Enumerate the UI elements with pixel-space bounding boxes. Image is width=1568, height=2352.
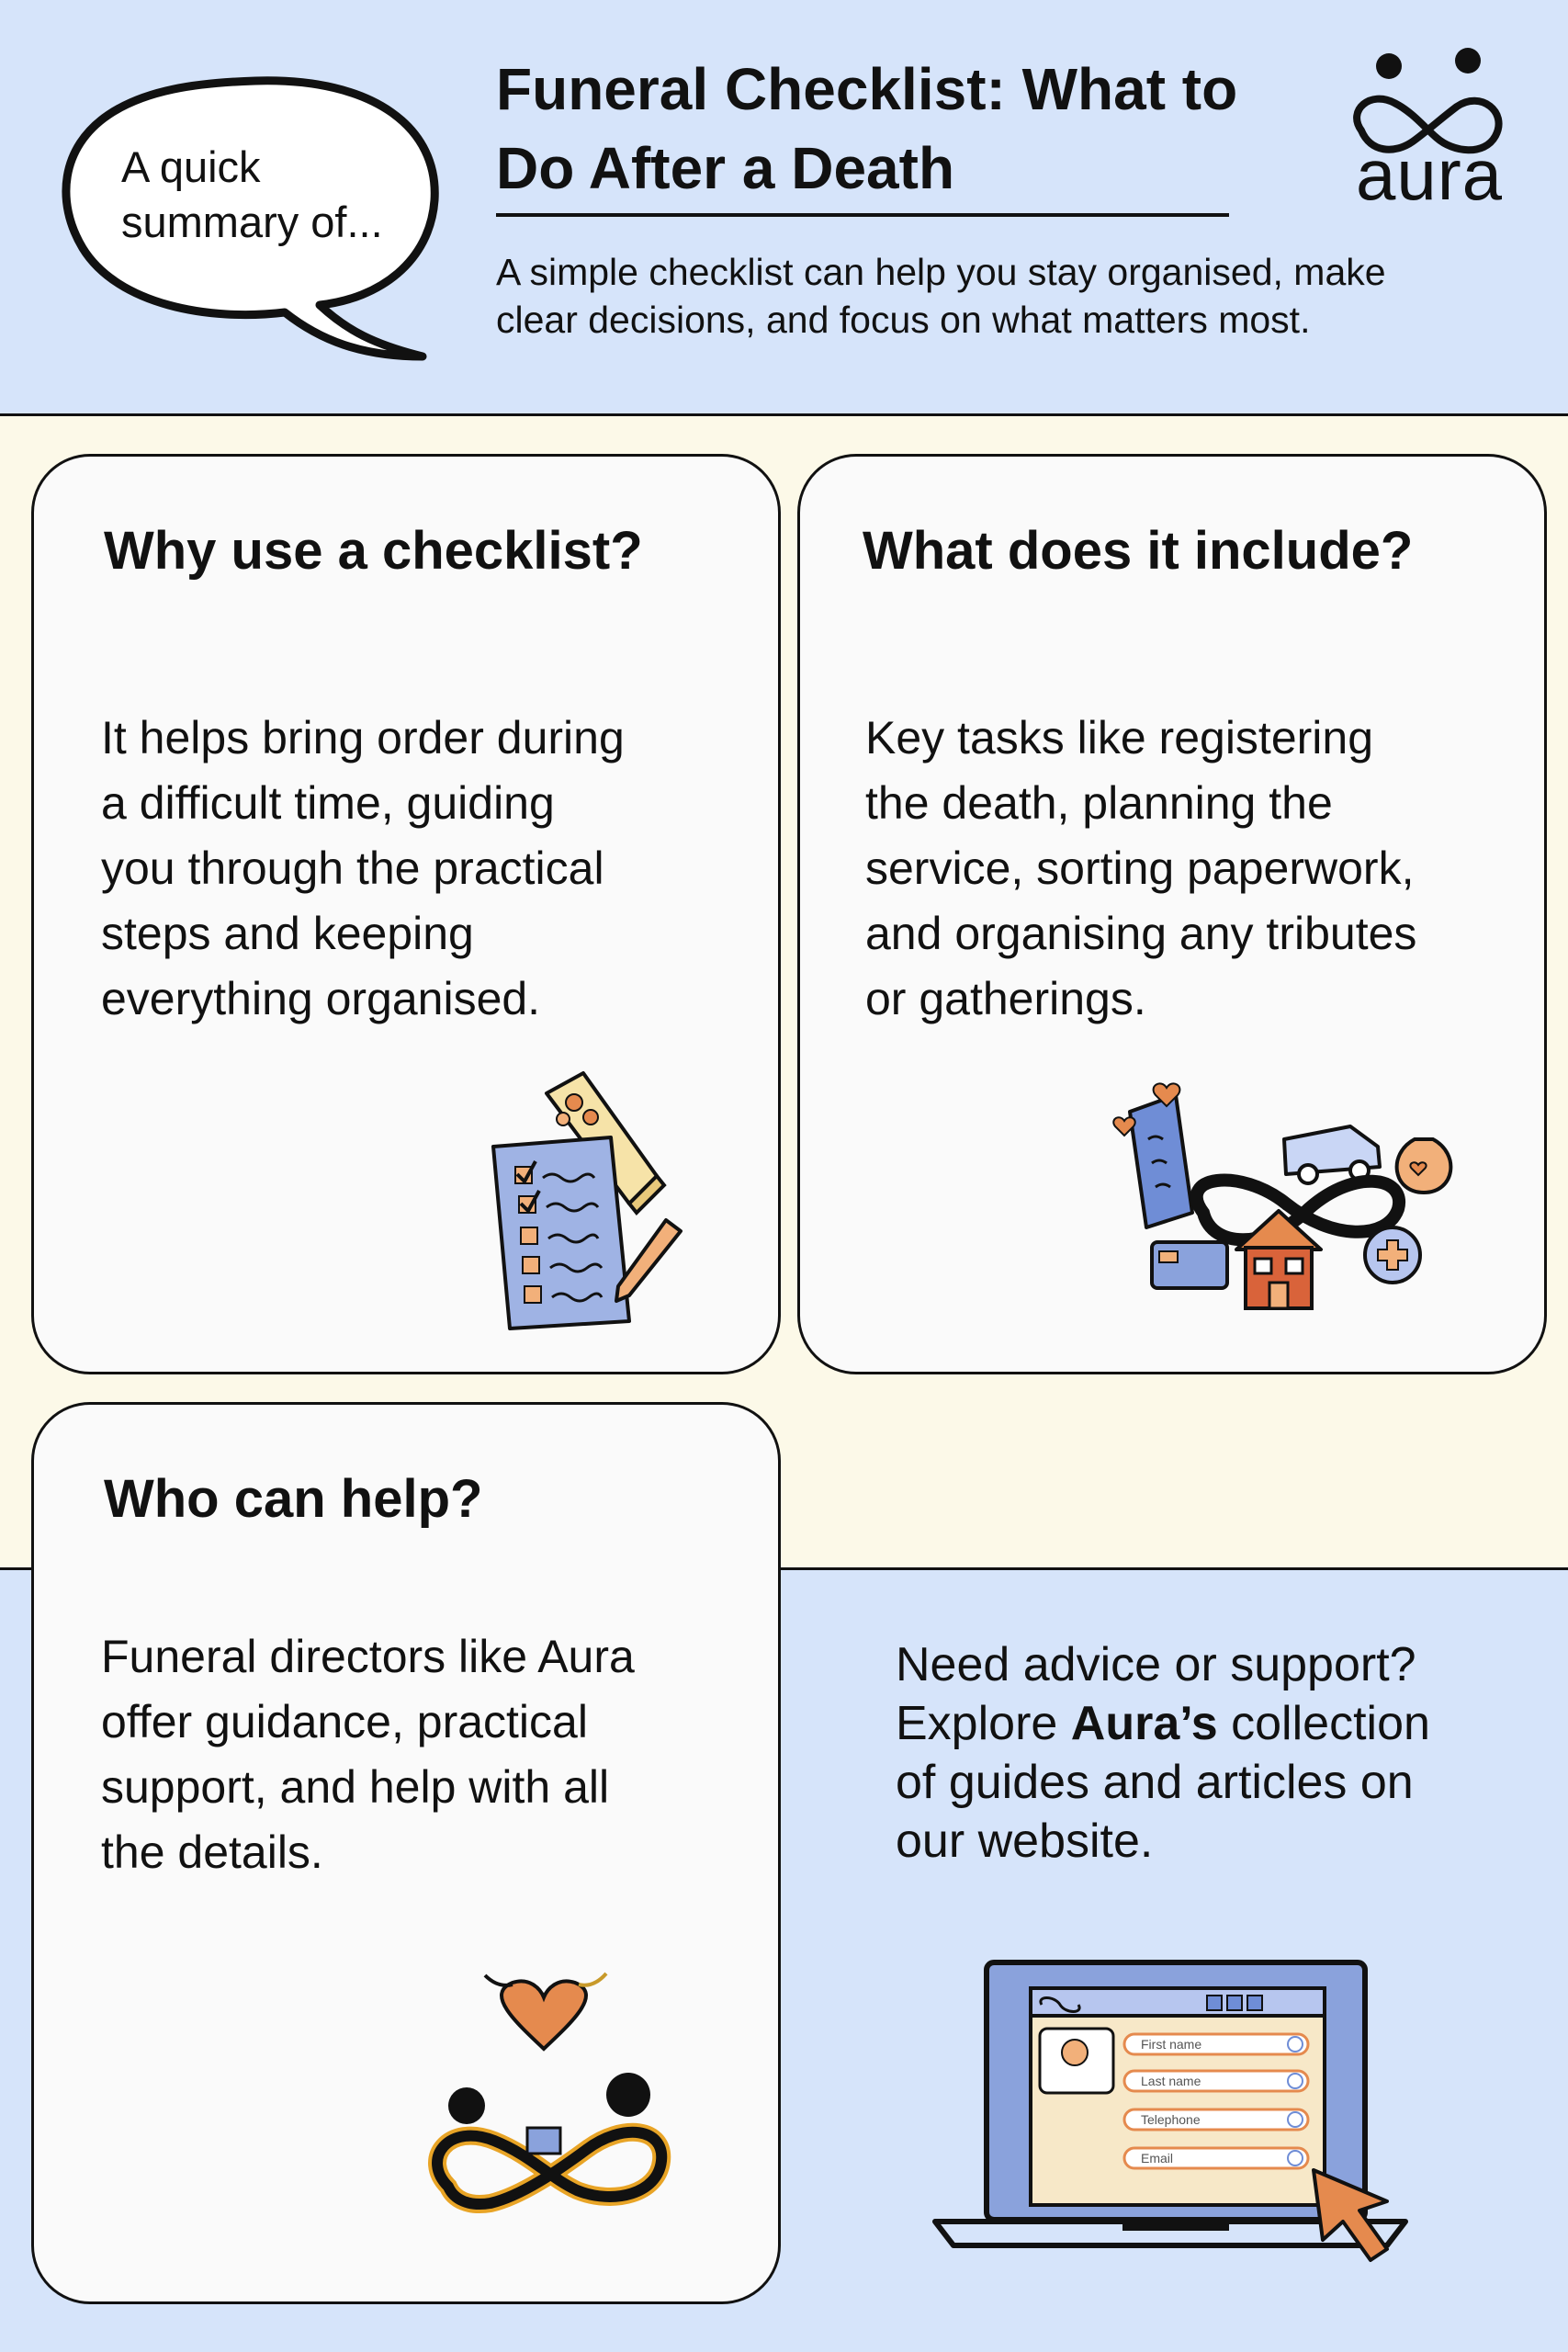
card-what-line-4: and organising any tributes: [865, 908, 1417, 959]
card-who-line-1: Funeral directors like Aura: [101, 1631, 635, 1682]
promo-line-2-pre: Explore: [896, 1697, 1071, 1750]
document-icon: [1128, 1093, 1194, 1229]
card-who-line-4: the details.: [101, 1826, 323, 1878]
cursor-icon: [1312, 2168, 1389, 2262]
page-title: Funeral Checklist: What to Do After a De…: [496, 50, 1304, 208]
window-controls-icon: [1039, 1995, 1263, 2013]
form-field-telephone: Telephone: [1141, 2112, 1201, 2127]
card-who-line-3: support, and help with all: [101, 1761, 610, 1813]
promo-line-2: Explore Aura’s collection: [896, 1694, 1520, 1753]
form-field-first-name: First name: [1141, 2037, 1201, 2052]
profile-photo-icon: [1038, 2027, 1115, 2095]
title-line-2: Do After a Death: [496, 135, 955, 201]
heart-icon: [483, 1972, 608, 2052]
card-what-line-5: or gatherings.: [865, 973, 1146, 1024]
pencil-icon: [615, 1218, 682, 1303]
support-illustration: [428, 1972, 671, 2213]
subtitle-line-1: A simple checklist can help you stay org…: [496, 251, 1386, 293]
form-field-email: Email: [1141, 2151, 1173, 2165]
infinity-icon: [428, 2122, 671, 2213]
card-why-line-3: you through the practical: [101, 842, 604, 894]
card-what-body: Key tasks like registering the death, pl…: [865, 706, 1527, 1032]
title-divider: [496, 213, 1229, 217]
card-who-heading: Who can help?: [104, 1469, 483, 1529]
promo-line-4: our website.: [896, 1815, 1154, 1868]
card-what-line-1: Key tasks like registering: [865, 712, 1374, 763]
promo-brand[interactable]: Aura’s: [1070, 1697, 1218, 1750]
card-why-line-1: It helps bring order during: [101, 712, 625, 763]
speech-bubble-icon: [62, 76, 439, 361]
card-who-line-2: offer guidance, practical: [101, 1696, 588, 1747]
promo-line-3: of guides and articles on: [896, 1756, 1414, 1809]
aura-logo-icon: [1353, 48, 1503, 154]
card-why-line-5: everything organised.: [101, 973, 541, 1024]
card-what-line-3: service, sorting paperwork,: [865, 842, 1415, 894]
form-field-last-name: Last name: [1141, 2074, 1201, 2088]
card-what-heading: What does it include?: [863, 521, 1414, 581]
card-why-body: It helps bring order during a difficult …: [101, 706, 744, 1032]
card-who-body: Funeral directors like Aura offer guidan…: [101, 1624, 753, 1885]
people-icon: [448, 2073, 650, 2124]
heart-icon: [1112, 1082, 1181, 1137]
promo-text: Need advice or support? Explore Aura’s c…: [896, 1635, 1520, 1871]
checklist-coffin-illustration: [491, 1071, 682, 1330]
card-why-checklist: Why use a checklist?: [31, 454, 781, 1374]
card-why-line-2: a difficult time, guiding: [101, 777, 555, 829]
bubble-text: A quick summary of...: [121, 140, 397, 250]
tasks-collage-illustration: [1112, 1082, 1453, 1310]
credit-card-icon: [1150, 1240, 1229, 1290]
card-what-line-2: the death, planning the: [865, 777, 1333, 829]
laptop-illustration: First name Last name Telephone Email: [932, 1960, 1408, 2262]
medical-cross-icon: [1363, 1226, 1422, 1284]
bubble-line-2: summary of...: [121, 198, 383, 246]
aura-logo-text: aura: [1355, 134, 1504, 215]
gift-icon: [525, 2126, 562, 2155]
bubble-line-1: A quick: [121, 142, 261, 191]
house-icon: [1235, 1209, 1323, 1310]
subtitle-line-2: clear decisions, and focus on what matte…: [496, 299, 1311, 341]
title-line-1: Funeral Checklist: What to: [496, 56, 1238, 122]
promo-line-2-post: collection: [1217, 1697, 1430, 1750]
promo-line-1: Need advice or support?: [896, 1638, 1416, 1691]
contact-form: First name Last name Telephone Email: [1122, 2032, 1310, 2170]
page-subtitle: A simple checklist can help you stay org…: [496, 248, 1525, 344]
car-icon: [1282, 1125, 1382, 1185]
card-why-line-4: steps and keeping: [101, 908, 474, 959]
card-why-heading: Why use a checklist?: [104, 521, 643, 581]
money-bag-icon: [1394, 1137, 1453, 1195]
checklist-icon: [491, 1136, 631, 1330]
